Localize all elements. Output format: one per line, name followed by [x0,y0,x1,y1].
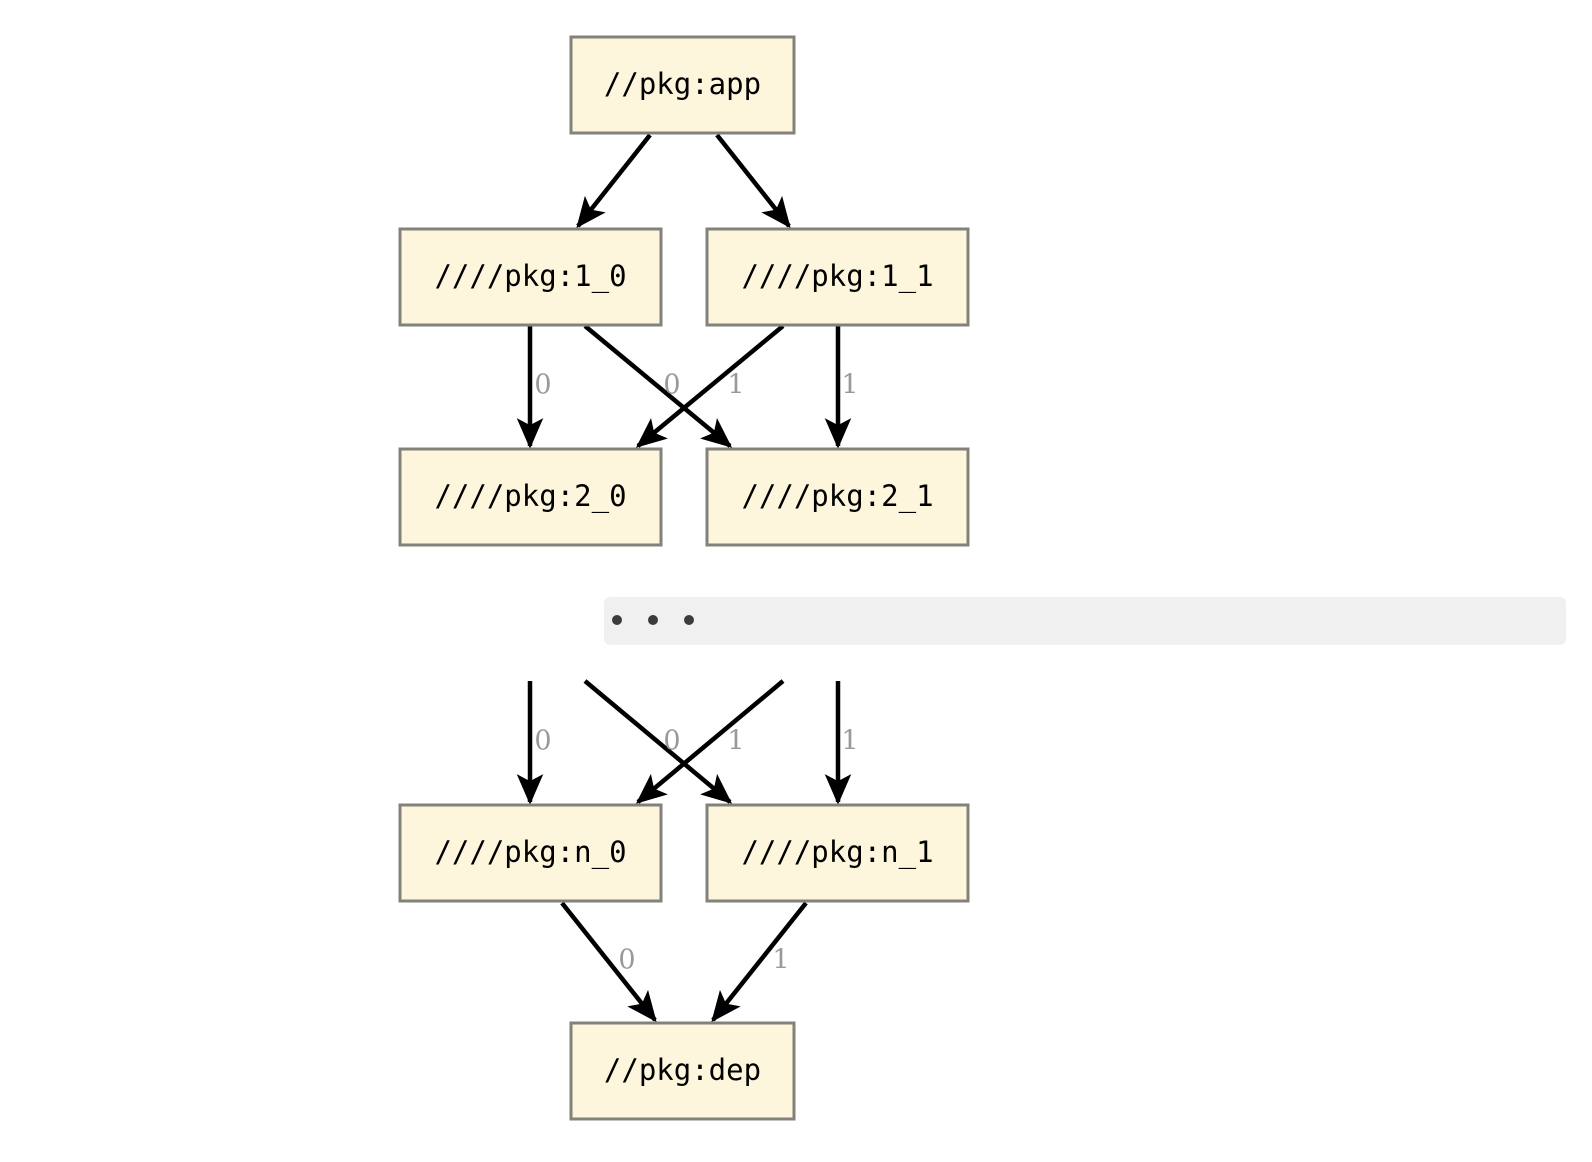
node-label: //pkg:dep [604,1053,761,1087]
graph-node-nn_0[interactable]: ////pkg:n_0 [398,803,663,903]
node-label: ////pkg:2_1 [741,479,933,514]
graph-node-n2_0[interactable]: ////pkg:2_0 [398,447,663,547]
graph-node-n1_1[interactable]: ////pkg:1_1 [705,227,970,327]
edge-label: 0 [663,370,680,401]
graph-edge [715,133,791,229]
graph-edge [635,324,785,448]
node-label: //pkg:app [604,67,761,101]
ellipsis-band-layer [604,597,1566,645]
nodes-layer: //pkg:app ////pkg:1_0 ////pkg:1_1 ////pkg:2… [398,35,970,1121]
node-label: ////pkg:1_0 [434,259,626,294]
node-label: ////pkg:1_1 [741,259,933,294]
edges-layer [516,133,852,1023]
edge-label: 0 [663,726,680,757]
ellipsis-dot [612,615,622,625]
node-box[interactable] [398,227,663,327]
edge-label: 0 [618,945,635,976]
edge-label: 0 [534,726,551,757]
node-box[interactable] [705,227,970,327]
graph-edge [635,679,785,804]
graph-node-app[interactable]: //pkg:app [569,35,796,135]
edge-label: 1 [727,726,744,757]
node-box[interactable] [398,803,663,903]
node-label: ////pkg:2_0 [434,479,626,514]
graph-edge [583,324,733,448]
graph-edge [560,901,657,1023]
edge-label: 1 [727,370,744,401]
graph-node-n2_1[interactable]: ////pkg:2_1 [705,447,970,547]
node-box[interactable] [705,447,970,547]
edge-label: 1 [772,945,789,976]
ellipsis-dot [648,615,658,625]
node-box[interactable] [705,803,970,903]
node-label: ////pkg:n_0 [434,835,626,870]
edge-label: 1 [841,726,858,757]
graph-edge [711,901,808,1023]
node-box[interactable] [398,447,663,547]
graph-node-n1_0[interactable]: ////pkg:1_0 [398,227,663,327]
graph-node-nn_1[interactable]: ////pkg:n_1 [705,803,970,903]
edge-label: 1 [841,370,858,401]
graph-node-dep[interactable]: //pkg:dep [569,1021,796,1121]
ellipsis-band [604,597,1566,645]
ellipsis-dot [684,615,694,625]
node-box[interactable] [569,1021,796,1121]
graph-edge [576,133,652,229]
graph-edge [583,679,733,804]
node-box[interactable] [569,35,796,135]
edge-labels-layer: 0 1 0 1 0 1 0 1 0 1 [534,370,858,976]
node-label: ////pkg:n_1 [741,835,933,870]
edge-label: 0 [534,370,551,401]
